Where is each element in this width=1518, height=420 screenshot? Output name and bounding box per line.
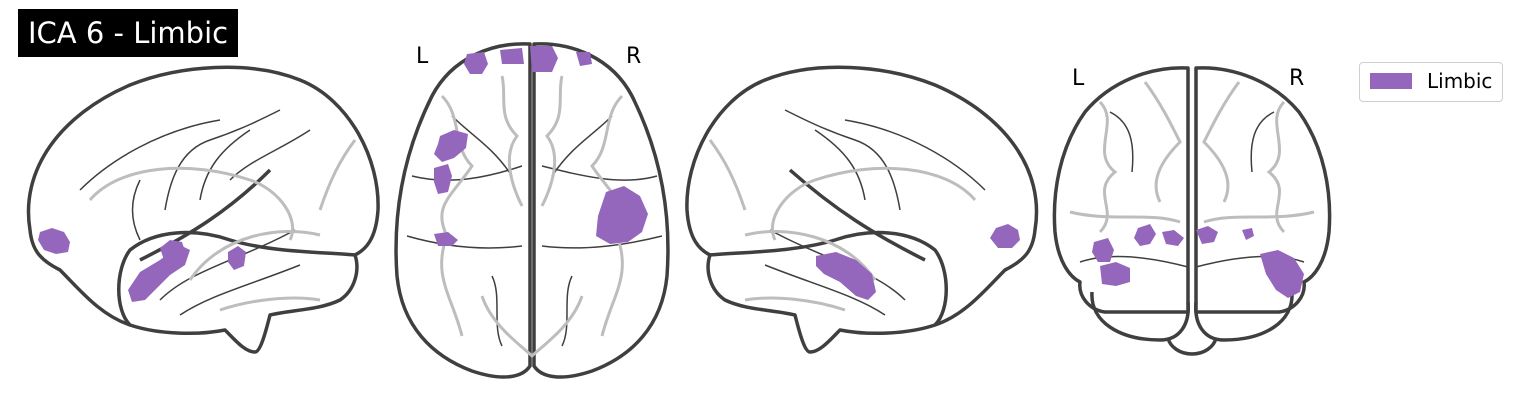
- sulcus-shadow: [540, 75, 564, 207]
- left-hemisphere-outline: [1052, 66, 1190, 314]
- legend: Limbic: [1359, 62, 1503, 102]
- limbic-region: [434, 232, 458, 246]
- sulcus: [164, 109, 281, 211]
- limbic-region: [596, 186, 648, 244]
- sulcus: [79, 119, 221, 191]
- legend-label: Limbic: [1427, 69, 1493, 93]
- limbic-region: [228, 246, 246, 270]
- brain-outline: [685, 65, 1039, 354]
- ventricle-outline: [480, 295, 584, 359]
- insula-outline: [188, 229, 321, 281]
- sulcus: [764, 264, 886, 316]
- axial-right-label: R: [626, 44, 642, 69]
- limbic-regions: [816, 224, 1020, 300]
- sulcus-shadow: [1202, 81, 1241, 203]
- temporal-lobe-outline: [117, 230, 356, 327]
- limbic-region: [160, 240, 186, 260]
- limbic-region: [576, 52, 592, 66]
- sulcus-shadow: [500, 75, 524, 207]
- limbic-region: [1100, 262, 1130, 286]
- sulcus: [561, 275, 573, 347]
- sulcus-shadow: [1069, 210, 1181, 224]
- ventricle-outline: [770, 166, 977, 241]
- limbic-region: [1242, 228, 1254, 240]
- sulcus: [411, 165, 523, 181]
- sulcus: [491, 275, 503, 347]
- sulcus-shadow: [1098, 100, 1118, 234]
- limbic-region: [38, 228, 70, 254]
- sulcus-shadow: [318, 139, 357, 211]
- sagittal-left-view: [26, 65, 380, 354]
- sulcus-shadow: [1143, 81, 1182, 203]
- brainstem-outline: [1166, 337, 1218, 356]
- sulcus: [451, 115, 513, 177]
- right-hemisphere-outline: [532, 42, 670, 379]
- right-hemisphere-outline: [1194, 66, 1332, 314]
- limbic-region: [500, 48, 524, 64]
- right-cerebellum-outline: [1194, 291, 1294, 342]
- limbic-region: [990, 224, 1020, 248]
- sulcus: [1079, 255, 1189, 268]
- left-hemisphere-outline: [394, 42, 532, 379]
- cerebellum-shadow: [219, 296, 321, 312]
- cerebellum-shadow: [744, 296, 846, 312]
- limbic-region: [1092, 238, 1114, 262]
- sulcus-shadow: [708, 139, 747, 211]
- insula-outline: [744, 229, 877, 281]
- brain-outline: [26, 65, 380, 354]
- sulcus-shadow: [1203, 210, 1315, 224]
- limbic-region: [434, 164, 452, 194]
- limbic-regions: [434, 46, 648, 246]
- limbic-region: [530, 46, 558, 72]
- sulcus: [1250, 111, 1275, 173]
- coronal-right-label: R: [1289, 66, 1305, 91]
- temporal-lobe-outline: [709, 230, 948, 327]
- coronal-view: [1052, 66, 1332, 356]
- sulcus: [159, 229, 296, 301]
- sulcus: [784, 109, 901, 211]
- figure-title: ICA 6 - Limbic: [18, 9, 239, 57]
- limbic-region: [464, 52, 488, 74]
- sulcus: [199, 129, 251, 201]
- sulcus: [406, 235, 523, 249]
- limbic-regions: [38, 228, 246, 302]
- sulcus: [541, 235, 663, 249]
- axial-view: [394, 42, 670, 379]
- sulcus: [131, 179, 141, 241]
- sulcus: [814, 129, 866, 201]
- limbic-region: [1196, 226, 1218, 244]
- sulcus: [551, 115, 613, 177]
- sulcus: [179, 264, 301, 316]
- sulcus: [229, 129, 311, 181]
- limbic-region: [1162, 230, 1184, 246]
- limbic-region: [1134, 224, 1156, 246]
- sulcus-shadow: [1266, 100, 1286, 234]
- left-cerebellum-outline: [1090, 291, 1190, 342]
- legend-swatch: [1370, 73, 1412, 89]
- limbic-region: [816, 252, 876, 300]
- axial-left-label: L: [416, 44, 429, 69]
- sagittal-right-view: [685, 65, 1039, 354]
- limbic-regions: [1092, 224, 1304, 298]
- limbic-region: [1260, 250, 1304, 298]
- limbic-region: [434, 130, 468, 162]
- coronal-left-label: L: [1072, 66, 1085, 91]
- sulcus: [844, 119, 986, 191]
- sulcus: [1109, 111, 1134, 173]
- ventricle-outline: [88, 166, 295, 241]
